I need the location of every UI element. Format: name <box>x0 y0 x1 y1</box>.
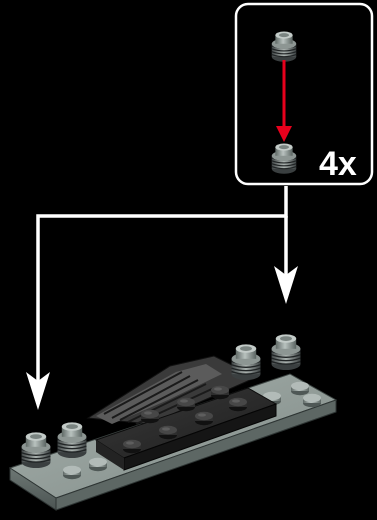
guide-arrowhead-left <box>26 372 50 410</box>
installed-spring-stud-front-left <box>20 431 52 469</box>
red-assembly-arrow <box>276 60 292 142</box>
installed-spring-stud-back-left <box>230 343 262 381</box>
spring-stud-piece-target-icon <box>271 142 297 175</box>
quantity-label: 4x <box>319 145 357 183</box>
guide-arrowhead-right <box>274 266 298 304</box>
installed-spring-stud-back-right <box>270 333 302 371</box>
callout-frame <box>234 2 374 186</box>
model-assembly <box>8 333 338 511</box>
parts-callout: 4x <box>234 2 374 186</box>
spring-stud-piece-icon <box>271 30 297 63</box>
installed-spring-stud-front-right <box>56 421 88 459</box>
placement-guide-arrows <box>36 186 288 388</box>
